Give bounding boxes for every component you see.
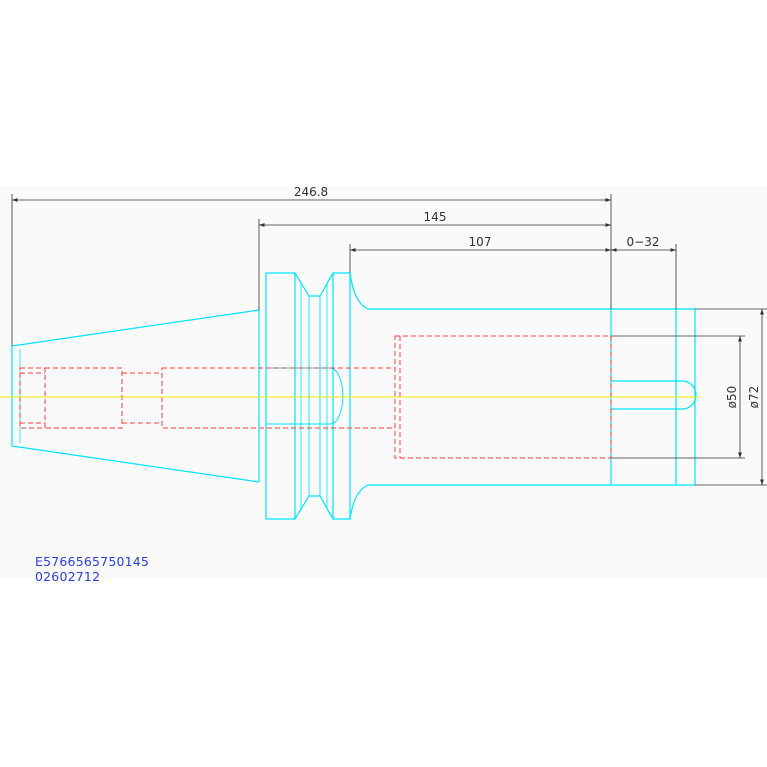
dimension-lines (11, 194, 767, 486)
part-code-line1: E5766565750145 (35, 554, 150, 569)
dim-diameter-bore: ø50 (725, 386, 739, 409)
extension-slot (611, 380, 697, 410)
flange-v-groove (294, 272, 334, 520)
tool-outline (11, 272, 697, 520)
body-cylinder (349, 272, 612, 520)
mid-bore (161, 367, 396, 429)
front-thread (45, 367, 123, 429)
dim-overall-length: 246.8 (294, 185, 328, 199)
drive-slot (266, 367, 344, 425)
front-bore (19, 367, 46, 429)
part-code-line2: 02602712 (35, 569, 101, 584)
flange-collar-left (258, 272, 296, 520)
flange-chamfers (294, 272, 334, 520)
dim-shank-length: 145 (424, 210, 447, 224)
flange-collar-right (332, 272, 351, 520)
dim-diameter-body: ø72 (747, 386, 761, 409)
dim-body-length: 107 (469, 235, 492, 249)
taper-cone (11, 309, 260, 483)
dim-adjust-range: 0−32 (627, 235, 660, 249)
